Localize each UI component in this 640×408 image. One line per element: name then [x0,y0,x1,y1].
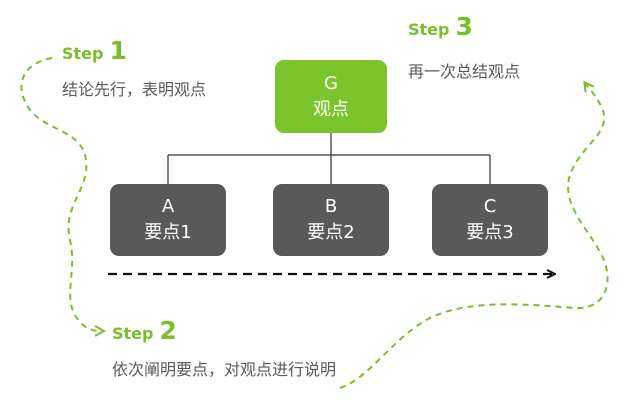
step-3-title: Step 3 [408,12,473,41]
key-point-node-b: B 要点2 [273,184,389,256]
step2-to-step3-flow-arrow [339,83,609,389]
step-2-description: 依次阐明要点，对观点进行说明 [112,360,337,379]
node-letter: C [483,196,497,217]
node-letter: B [324,196,338,217]
step-1-description: 结论先行，表明观点 [62,80,207,99]
step-2-title: Step 2 [112,316,177,345]
tree-connector-lines [167,133,491,184]
step-2-word: Step [112,324,154,343]
step-3-word: Step [408,20,450,39]
step-1-title: Step 1 [62,36,127,65]
key-point-node-a: A 要点1 [110,184,226,256]
node-letter: G [324,72,338,94]
node-label: 观点 [313,98,349,120]
viewpoint-node-g: G 观点 [275,60,387,133]
node-letter: A [161,196,175,217]
key-point-node-c: C 要点3 [432,184,548,256]
step1-to-step2-flow-arrow [20,57,103,331]
step-3-description: 再一次总结观点 [408,62,521,81]
step-1-number: 1 [109,36,127,65]
node-label: 要点2 [307,222,355,243]
step-3-number: 3 [455,12,473,41]
node-label: 要点3 [466,222,514,243]
step-1-word: Step [62,44,104,63]
node-label: 要点1 [144,222,192,243]
step-2-number: 2 [159,316,177,345]
